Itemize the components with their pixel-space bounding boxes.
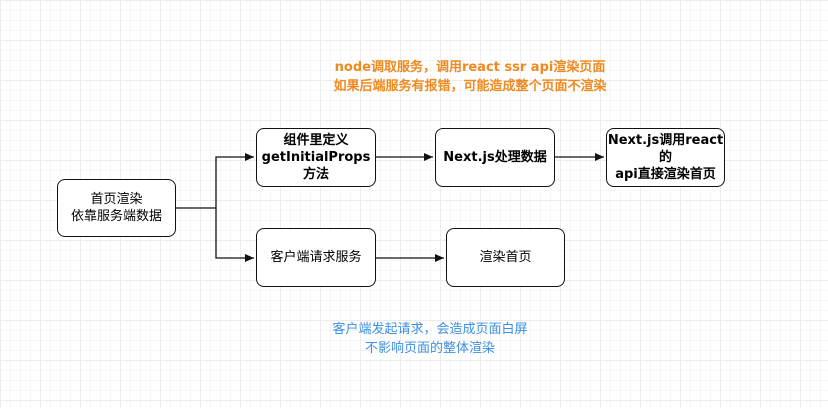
node-nextjs-process-data: Next.js处理数据 <box>435 128 555 187</box>
server-note-line-1: node调取服务，调用react ssr api渲染页面 <box>334 60 606 75</box>
node-client-request-line-1: 客户端请求服务 <box>270 250 362 265</box>
node-homepage-render-line-1: 首页渲染 <box>90 192 143 207</box>
client-note-line-1: 客户端发起请求，会造成页面白屏 <box>332 322 528 337</box>
node-nextjs-process-line-1: Next.js处理数据 <box>443 150 547 165</box>
node-client-request: 客户端请求服务 <box>256 228 376 287</box>
node-getinitialprops-line-1: 组件里定义 <box>283 133 349 148</box>
edge-home-to-getinitialprops <box>176 153 254 209</box>
node-react-render-line-2: api直接渲染首页 <box>615 167 716 182</box>
client-note-line-2: 不影响页面的整体渲染 <box>364 341 495 356</box>
server-note-line-2: 如果后端服务有报错，可能造成整个页面不渲染 <box>333 79 607 94</box>
node-nextjs-react-render: Next.js调用react的 api直接渲染首页 <box>606 128 725 187</box>
node-render-homepage-line-1: 渲染首页 <box>479 250 532 265</box>
node-define-getinitialprops: 组件里定义 getInitialProps方法 <box>256 128 376 187</box>
edge-home-to-client-request <box>215 208 254 262</box>
node-getinitialprops-line-2: getInitialProps方法 <box>261 150 371 182</box>
node-homepage-render: 首页渲染 依靠服务端数据 <box>57 179 176 237</box>
node-react-render-line-1: Next.js调用react的 <box>607 133 724 165</box>
server-render-note: node调取服务，调用react ssr api渲染页面 如果后端服务有报错，可… <box>300 58 640 96</box>
client-render-note: 客户端发起请求，会造成页面白屏 不影响页面的整体渲染 <box>300 320 560 358</box>
node-homepage-render-line-2: 依靠服务端数据 <box>70 209 162 224</box>
node-render-homepage: 渲染首页 <box>446 228 565 287</box>
